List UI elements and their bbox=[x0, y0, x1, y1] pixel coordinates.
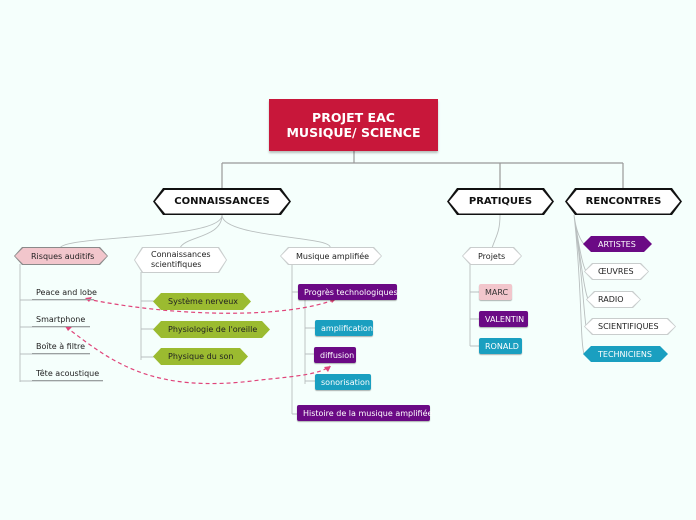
projet-item-ronald[interactable]: RONALD bbox=[479, 338, 522, 354]
histoire-musique-amplifiee-node[interactable]: Histoire de la musique amplifiée bbox=[297, 405, 433, 421]
rencontre-item-techniciens[interactable]: TECHNICIENS bbox=[583, 346, 668, 362]
rencontre-item-scientifiques[interactable]: SCIENTIFIQUES bbox=[585, 319, 675, 334]
root-title-line2: MUSIQUE/ SCIENCE bbox=[286, 125, 421, 140]
sci-item-label: Physique du son bbox=[168, 352, 234, 361]
histoire-musique-amplifiee-label: Histoire de la musique amplifiée bbox=[303, 408, 433, 418]
sci-item-label: Système nerveux bbox=[168, 297, 239, 306]
progres-technologiques-node[interactable]: Progrès technologiques bbox=[298, 284, 398, 300]
risque-item-peace-and-lobe[interactable]: Peace and lobe bbox=[32, 286, 97, 300]
branch-pratiques[interactable]: PRATIQUES bbox=[449, 190, 552, 214]
branch-rencontres[interactable]: RENCONTRES bbox=[567, 190, 680, 214]
projet-item-valentin[interactable]: VALENTIN bbox=[479, 311, 528, 327]
risque-item-label: Tête acoustique bbox=[36, 369, 100, 378]
rencontre-item-oeuvres[interactable]: ŒUVRES bbox=[585, 264, 648, 279]
connaissances-scientifiques-node[interactable]: Connaissances scientifiques bbox=[135, 248, 226, 272]
progres-item-label: sonorisation bbox=[321, 377, 370, 387]
projet-item-label: MARC bbox=[485, 287, 509, 297]
progres-technologiques-label: Progrès technologiques bbox=[304, 287, 398, 297]
projets-label: Projets bbox=[478, 251, 506, 261]
rencontre-item-label: ARTISTES bbox=[598, 239, 636, 249]
projet-item-label: VALENTIN bbox=[485, 314, 525, 324]
connaissances-scientifiques-label: Connaissances scientifiques bbox=[151, 250, 211, 269]
risques-auditifs-node[interactable]: Risques auditifs bbox=[15, 248, 107, 264]
sci-item-physiologie-oreille[interactable]: Physiologie de l'oreille bbox=[153, 321, 270, 338]
rencontre-item-label: ŒUVRES bbox=[598, 267, 634, 276]
risque-item-smartphone[interactable]: Smartphone bbox=[32, 313, 90, 327]
musique-amplifiee-label: Musique amplifiée bbox=[296, 251, 370, 261]
risques-auditifs-label: Risques auditifs bbox=[31, 251, 95, 261]
root-title-line1: PROJET EAC bbox=[312, 110, 395, 125]
progres-item-amplification[interactable]: amplification bbox=[315, 320, 373, 336]
projet-item-marc[interactable]: MARC bbox=[479, 284, 512, 300]
rencontre-item-artistes[interactable]: ARTISTES bbox=[583, 236, 652, 252]
branch-connaissances-label: CONNAISSANCES bbox=[174, 196, 270, 207]
branch-pratiques-label: PRATIQUES bbox=[468, 196, 533, 207]
risque-item-boite-a-filtre[interactable]: Boîte à filtre bbox=[32, 340, 90, 354]
rencontre-item-label: TECHNICIENS bbox=[598, 349, 652, 359]
branch-connaissances[interactable]: CONNAISSANCES bbox=[155, 190, 289, 214]
rencontre-item-label: RADIO bbox=[598, 295, 624, 304]
progres-item-label: amplification bbox=[321, 323, 373, 333]
rencontre-item-radio[interactable]: RADIO bbox=[587, 292, 640, 307]
musique-amplifiee-node[interactable]: Musique amplifiée bbox=[281, 248, 381, 264]
risque-item-label: Boîte à filtre bbox=[36, 342, 86, 351]
rencontre-item-label: SCIENTIFIQUES bbox=[598, 322, 659, 331]
sci-item-physique-du-son[interactable]: Physique du son bbox=[153, 348, 248, 365]
sci-item-systeme-nerveux[interactable]: Système nerveux bbox=[153, 293, 251, 310]
risque-item-label: Smartphone bbox=[36, 315, 86, 324]
progres-item-label: diffusion bbox=[320, 350, 355, 360]
risque-item-tete-acoustique[interactable]: Tête acoustique bbox=[32, 367, 103, 381]
projets-node[interactable]: Projets bbox=[463, 248, 521, 264]
progres-item-diffusion[interactable]: diffusion bbox=[314, 347, 356, 363]
progres-item-sonorisation[interactable]: sonorisation bbox=[315, 374, 371, 390]
sci-item-label: Physiologie de l'oreille bbox=[168, 325, 258, 334]
projet-item-label: RONALD bbox=[485, 341, 519, 351]
risque-item-label: Peace and lobe bbox=[36, 288, 97, 297]
branch-rencontres-label: RENCONTRES bbox=[585, 196, 662, 207]
